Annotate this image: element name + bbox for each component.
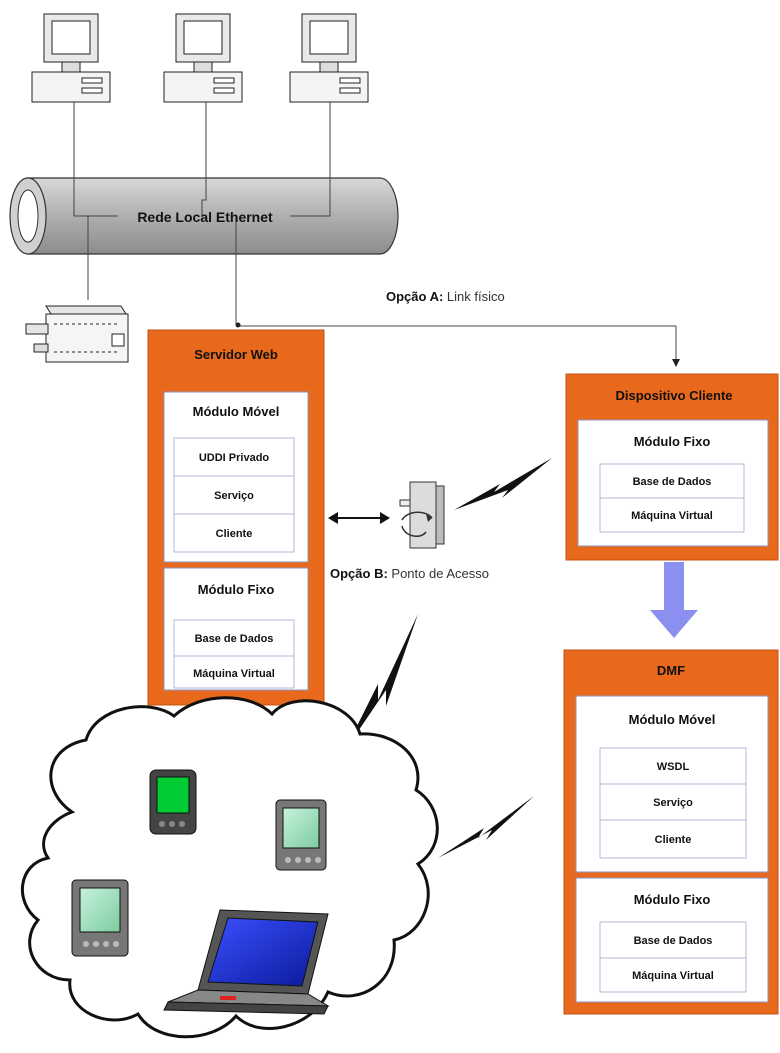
servidor-fixed-vm: Máquina Virtual <box>193 668 275 680</box>
dispositivo-cliente-box: Dispositivo Cliente Módulo Fixo Base de … <box>565 373 779 561</box>
workstation-1 <box>31 13 111 103</box>
servidor-item-cliente: Cliente <box>216 528 253 540</box>
option-a-link <box>235 322 680 367</box>
servidor-fixed-title: Módulo Fixo <box>198 582 275 597</box>
double-arrow <box>328 512 390 524</box>
servidor-item-uddi: UDDI Privado <box>199 452 270 464</box>
dmf-fixed-db: Base de Dados <box>634 935 713 947</box>
dmf-fixed-title: Módulo Fixo <box>634 892 711 907</box>
wireless-bolt-icon <box>344 614 418 752</box>
wireless-bolt-icon <box>454 458 552 510</box>
option-b-label: Opção B: Ponto de Acesso <box>330 566 489 581</box>
dmf-fixed-vm: Máquina Virtual <box>632 970 714 982</box>
servidor-mobile-title: Módulo Móvel <box>193 404 280 419</box>
pda-green-icon <box>149 769 197 835</box>
pda-icon <box>71 879 129 957</box>
access-point-icon <box>399 481 445 549</box>
laptop-icon <box>163 909 330 1015</box>
dmf-title: DMF <box>657 663 685 678</box>
pda-icon <box>275 799 327 871</box>
dmf-item-wsdl: WSDL <box>657 761 690 773</box>
wireless-bolt-icon <box>438 796 534 858</box>
dmf-item-cliente: Cliente <box>655 834 692 846</box>
servidor-item-servico: Serviço <box>214 490 254 502</box>
option-a-label: Opção A: Link físico <box>386 289 505 304</box>
network-label: Rede Local Ethernet <box>137 209 273 225</box>
network-links <box>73 102 331 324</box>
workstation-3 <box>289 13 369 103</box>
servidor-fixed-db: Base de Dados <box>195 633 274 645</box>
dmf-box: DMF Módulo Móvel WSDL Serviço Cliente Mó… <box>563 649 779 1015</box>
dispositivo-fixed-vm: Máquina Virtual <box>631 510 713 522</box>
down-arrow <box>650 562 698 638</box>
servidor-web-box: Servidor Web Módulo Móvel UDDI Privado S… <box>147 329 325 706</box>
dispositivo-fixed-db: Base de Dados <box>633 476 712 488</box>
dispositivo-fixed-title: Módulo Fixo <box>634 434 711 449</box>
workstation-2 <box>163 13 243 103</box>
dmf-mobile-title: Módulo Móvel <box>629 712 716 727</box>
dmf-item-servico: Serviço <box>653 797 693 809</box>
printer-icon <box>25 305 129 363</box>
servidor-title: Servidor Web <box>194 347 278 362</box>
ethernet-pipe <box>9 177 399 255</box>
dispositivo-title: Dispositivo Cliente <box>615 388 732 403</box>
